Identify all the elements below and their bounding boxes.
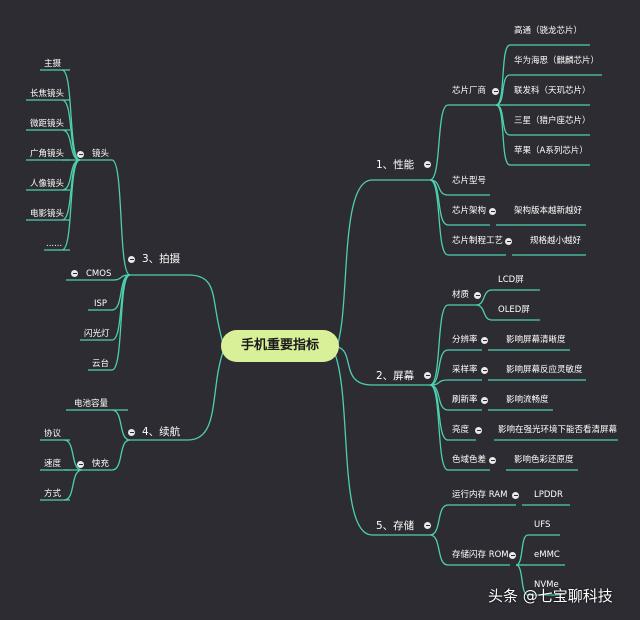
node-lens-item[interactable]: 电影镜头 — [30, 209, 65, 219]
collapse-icon[interactable] — [424, 372, 431, 379]
node-detail[interactable]: 影响色彩还原度 — [514, 455, 574, 465]
node-charge-item[interactable]: 方式 — [44, 489, 62, 499]
collapse-icon[interactable] — [505, 238, 512, 245]
node-resolution[interactable]: 分辨率 — [452, 335, 478, 345]
node-ram[interactable]: 运行内存 RAM — [452, 490, 508, 500]
collapse-icon[interactable] — [424, 161, 431, 168]
node-isp[interactable]: ISP — [94, 299, 108, 309]
node-fast-charge[interactable]: 快充 — [92, 459, 110, 469]
branch-storage[interactable]: 5、存储 — [376, 520, 415, 532]
collapse-icon[interactable] — [512, 492, 519, 499]
node-charge-item[interactable]: 协议 — [44, 429, 62, 439]
node-lens-item[interactable]: 微距镜头 — [30, 119, 65, 129]
node-chip-makers[interactable]: 芯片厂商 — [452, 86, 487, 96]
node-brightness[interactable]: 亮度 — [452, 425, 470, 435]
node-chip-process[interactable]: 芯片制程工艺 — [452, 236, 504, 246]
node-chip-model[interactable]: 芯片型号 — [452, 176, 487, 186]
branch-battery[interactable]: 4、续航 — [142, 426, 181, 438]
node-chip-maker[interactable]: 高通（骁龙芯片） — [514, 26, 583, 36]
node-detail[interactable]: LPDDR — [534, 490, 563, 500]
collapse-icon[interactable] — [481, 367, 488, 374]
node-charge-item[interactable]: 速度 — [44, 459, 62, 469]
collapse-icon[interactable] — [128, 256, 135, 263]
branch-camera[interactable]: 3、拍摄 — [142, 253, 181, 265]
collapse-icon[interactable] — [509, 552, 516, 559]
node-cmos[interactable]: CMOS — [86, 269, 112, 279]
node-gimbal[interactable]: 云台 — [92, 359, 110, 369]
collapse-icon[interactable] — [77, 461, 84, 468]
node-rom[interactable]: 存储闪存 ROM — [452, 550, 509, 560]
node-detail[interactable]: 影响流畅度 — [506, 395, 549, 405]
node-lens-item[interactable]: 主摄 — [44, 59, 62, 69]
node-chip-arch[interactable]: 芯片架构 — [452, 206, 487, 216]
node-flash[interactable]: 闪光灯 — [84, 329, 110, 339]
node-material[interactable]: 材质 — [452, 290, 470, 300]
collapse-icon[interactable] — [71, 270, 78, 277]
collapse-icon[interactable] — [128, 429, 135, 436]
node-detail[interactable]: 影响屏幕清晰度 — [506, 335, 566, 345]
collapse-icon[interactable] — [77, 151, 84, 158]
watermark: 头条 @七宝聊科技 — [488, 587, 613, 605]
node-detail[interactable]: 规格越小越好 — [530, 236, 582, 246]
node-battery-capacity[interactable]: 电池容量 — [74, 399, 109, 409]
collapse-icon[interactable] — [424, 522, 431, 529]
node-sampling[interactable]: 采样率 — [452, 365, 478, 375]
node-chip-maker[interactable]: 三星（猎户座芯片） — [514, 116, 591, 126]
node-rom-item[interactable]: NVMe — [534, 580, 559, 590]
node-material-item[interactable]: OLED屏 — [498, 305, 530, 315]
branch-screen[interactable]: 2、屏幕 — [376, 370, 415, 382]
collapse-icon[interactable] — [481, 397, 488, 404]
node-chip-maker[interactable]: 苹果（A系列芯片） — [514, 146, 588, 156]
node-lens-item[interactable]: 长焦镜头 — [30, 89, 65, 99]
branch-performance[interactable]: 1、性能 — [376, 159, 415, 171]
node-chip-maker[interactable]: 华为海思（麒麟芯片） — [514, 56, 600, 66]
collapse-icon[interactable] — [475, 427, 482, 434]
node-refresh[interactable]: 刷新率 — [452, 395, 478, 405]
collapse-icon[interactable] — [481, 337, 488, 344]
node-lens-item[interactable]: ...... — [46, 239, 63, 249]
node-detail[interactable]: 影响屏幕反应灵敏度 — [506, 365, 583, 375]
collapse-icon[interactable] — [474, 292, 481, 299]
node-rom-item[interactable]: eMMC — [534, 550, 560, 560]
node-chip-maker[interactable]: 联发科（天玑芯片） — [514, 86, 591, 96]
node-lens-item[interactable]: 广角镜头 — [30, 149, 65, 159]
node-detail[interactable]: 架构版本越新越好 — [514, 206, 583, 216]
node-detail[interactable]: 影响在强光环境下能否看清屏幕 — [498, 425, 618, 435]
collapse-icon[interactable] — [489, 457, 496, 464]
collapse-icon[interactable] — [492, 88, 499, 95]
node-material-item[interactable]: LCD屏 — [498, 275, 524, 285]
center-node[interactable]: 手机重要指标 — [221, 330, 339, 362]
node-rom-item[interactable]: UFS — [534, 520, 551, 530]
collapse-icon[interactable] — [489, 208, 496, 215]
node-lens[interactable]: 镜头 — [92, 149, 110, 159]
node-gamut[interactable]: 色域色差 — [452, 455, 487, 465]
node-lens-item[interactable]: 人像镜头 — [30, 179, 65, 189]
